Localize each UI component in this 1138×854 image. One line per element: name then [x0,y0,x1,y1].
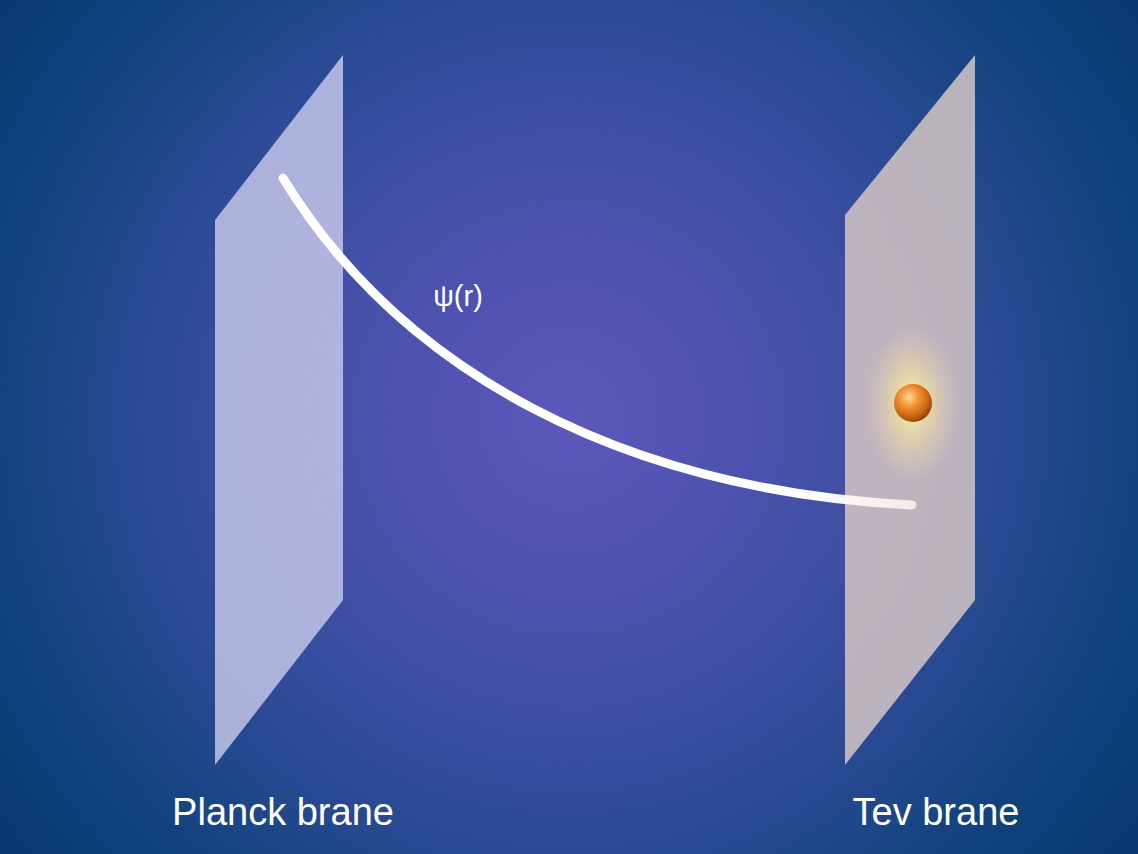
particle-glow [864,326,960,482]
tev-brane-sheet [845,55,975,765]
brane-label: Planck brane [172,791,394,834]
wavefunction-label: ψ(r) [433,280,483,313]
brane-label: Tev brane [853,791,1020,834]
wavefunction-curve [283,178,912,505]
particle-sphere [894,384,932,422]
planck-brane-sheet [215,55,343,765]
